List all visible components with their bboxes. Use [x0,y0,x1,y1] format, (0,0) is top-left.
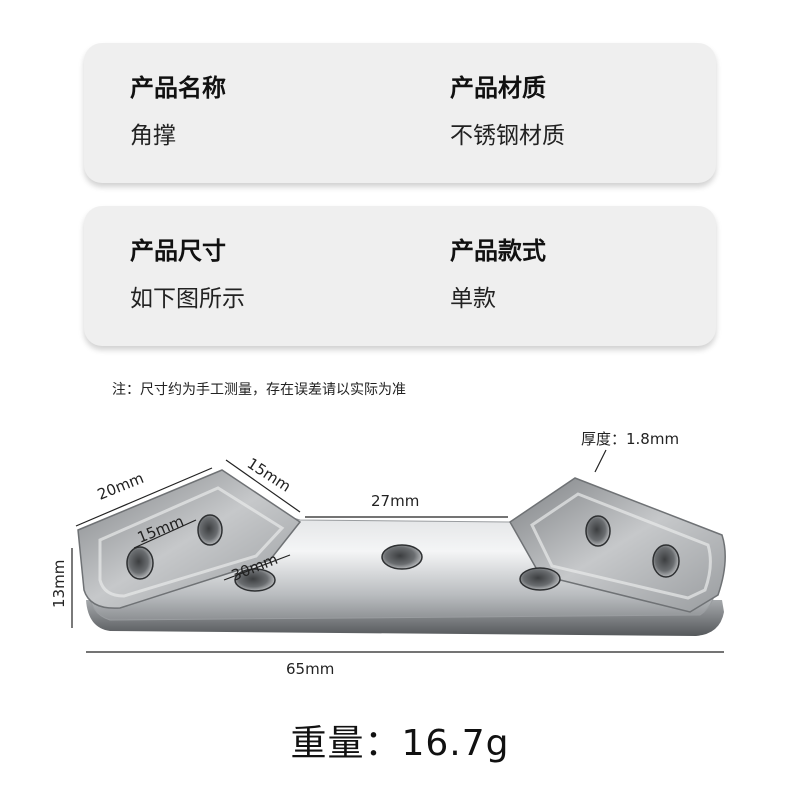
product-name-label: 产品名称 [130,74,226,102]
info-card-name-material: 产品名称 角撑 产品材质 不锈钢材质 [84,43,716,183]
product-style-value: 单款 [450,286,496,312]
info-card-size-style: 产品尺寸 如下图所示 产品款式 单款 [84,206,716,346]
product-size-cell: 产品尺寸 如下图所示 [130,236,245,314]
product-size-label: 产品尺寸 [130,237,226,265]
left-wing-hole-2 [197,514,223,546]
product-style-label: 产品款式 [450,237,546,265]
bracket-right-wing-rim [530,492,712,600]
base-hole-center [381,544,423,570]
base-hole-right [519,567,561,591]
dim-label-length: 65mm [286,660,334,678]
dim-label-middle: 27mm [371,492,419,510]
measurement-note: 注：尺寸约为手工测量，存在误差请以实际为准 [112,382,406,398]
product-material-cell: 产品材质 不锈钢材质 [450,73,565,151]
product-name-value: 角撑 [130,123,176,149]
right-wing-hole-1 [585,515,611,547]
dim-line-inner [133,519,197,549]
product-name-cell: 产品名称 角撑 [130,73,226,151]
product-material-label: 产品材质 [450,74,546,102]
dim-label-thickness: 厚度：1.8mm [581,430,679,448]
bracket-left-wing-rim [98,486,285,598]
dim-line-top-left [75,467,213,527]
dim-line-thickness [594,449,607,473]
bracket-diagram: 厚度：1.8mm 20mm 15mm 15mm 27mm 30mm 13mm 6… [50,430,726,678]
dim-label-height: 13mm [50,560,68,608]
left-wing-hole-1 [126,546,154,580]
product-weight: 重量：16.7g [290,723,510,764]
product-material-value: 不锈钢材质 [450,123,565,149]
bracket-right-wing [509,477,726,613]
dim-line-top-slant [225,459,301,513]
dim-line-hole-span [223,554,291,581]
product-style-cell: 产品款式 单款 [450,236,546,314]
base-hole-left [234,568,276,592]
right-wing-hole-2 [652,544,680,578]
product-size-value: 如下图所示 [130,286,245,312]
dim-label-top-left: 20mm [95,469,147,504]
